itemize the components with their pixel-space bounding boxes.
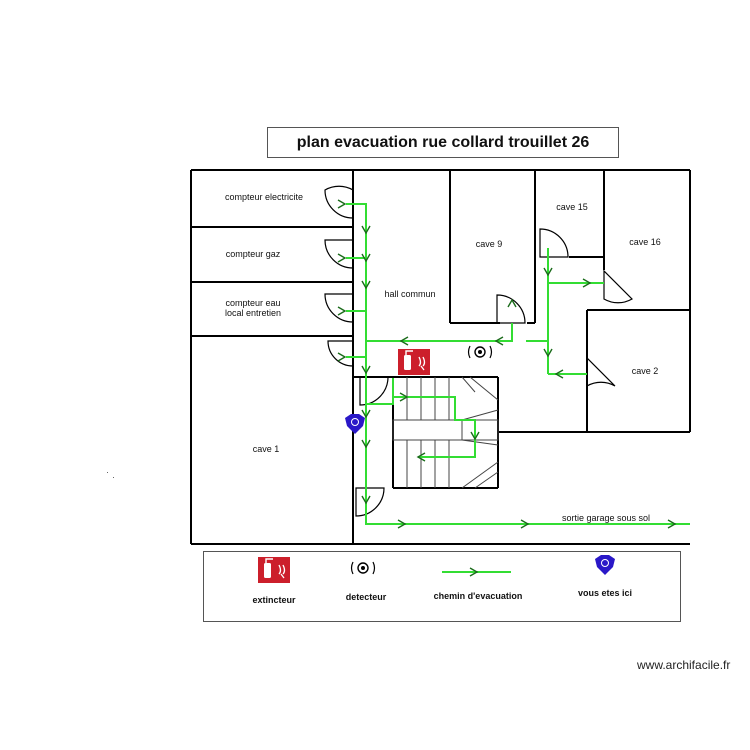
room-label-cave-9: cave 9 [475,239,503,249]
smoke-detector-icon [467,345,493,359]
door-cave-1-bottom [355,487,385,517]
door-compteur-gaz [324,239,354,269]
legend-label-extincteur: extincteur [252,595,296,605]
door-cave-2 [586,356,616,388]
legend-label-detecteur: detecteur [345,592,387,602]
room-label-compteur-eau: compteur eau [225,298,281,308]
room-label-cave-2: cave 2 [631,366,659,376]
door-compteur-electricite [324,185,354,219]
stray-marks [107,472,114,478]
legend-smoke-detector-icon [350,561,376,575]
door-stair [359,376,389,406]
legend-label-chemin: chemin d'evacuation [433,591,523,601]
room-label-cave-1: cave 1 [252,444,280,454]
room-label-hall-commun: hall commun [384,289,436,299]
door-cave-1-top [327,340,354,367]
evacuation-paths [346,203,690,525]
door-cave-16 [603,269,633,304]
path-arrows [337,199,677,529]
walls [190,169,691,545]
legend [203,551,681,622]
room-label-cave-15: cave 15 [556,202,588,212]
fire-extinguisher-icon [398,349,430,375]
room-label-compteur-gaz: compteur gaz [225,249,281,259]
plan-title: plan evacuation rue collard trouillet 26 [267,127,619,158]
door-cave-15 [539,228,569,258]
staircase [392,376,499,489]
legend-you-are-here-icon [595,555,615,575]
room-label-cave-16: cave 16 [629,237,661,247]
legend-fire-extinguisher-icon [258,557,290,583]
legend-label-vous-etes-ici: vous etes ici [577,588,633,598]
door-compteur-eau [324,293,354,323]
room-label-local-entretien: local entretien [224,308,282,318]
room-label-sortie-garage: sortie garage sous sol [561,513,651,523]
legend-evacuation-path-icon [442,567,511,577]
room-label-compteur-electricite: compteur electricite [224,192,304,202]
door-cave-9 [496,294,526,324]
doors [324,185,633,517]
watermark: www.archifacile.fr [637,658,731,672]
you-are-here-icon [345,414,365,434]
